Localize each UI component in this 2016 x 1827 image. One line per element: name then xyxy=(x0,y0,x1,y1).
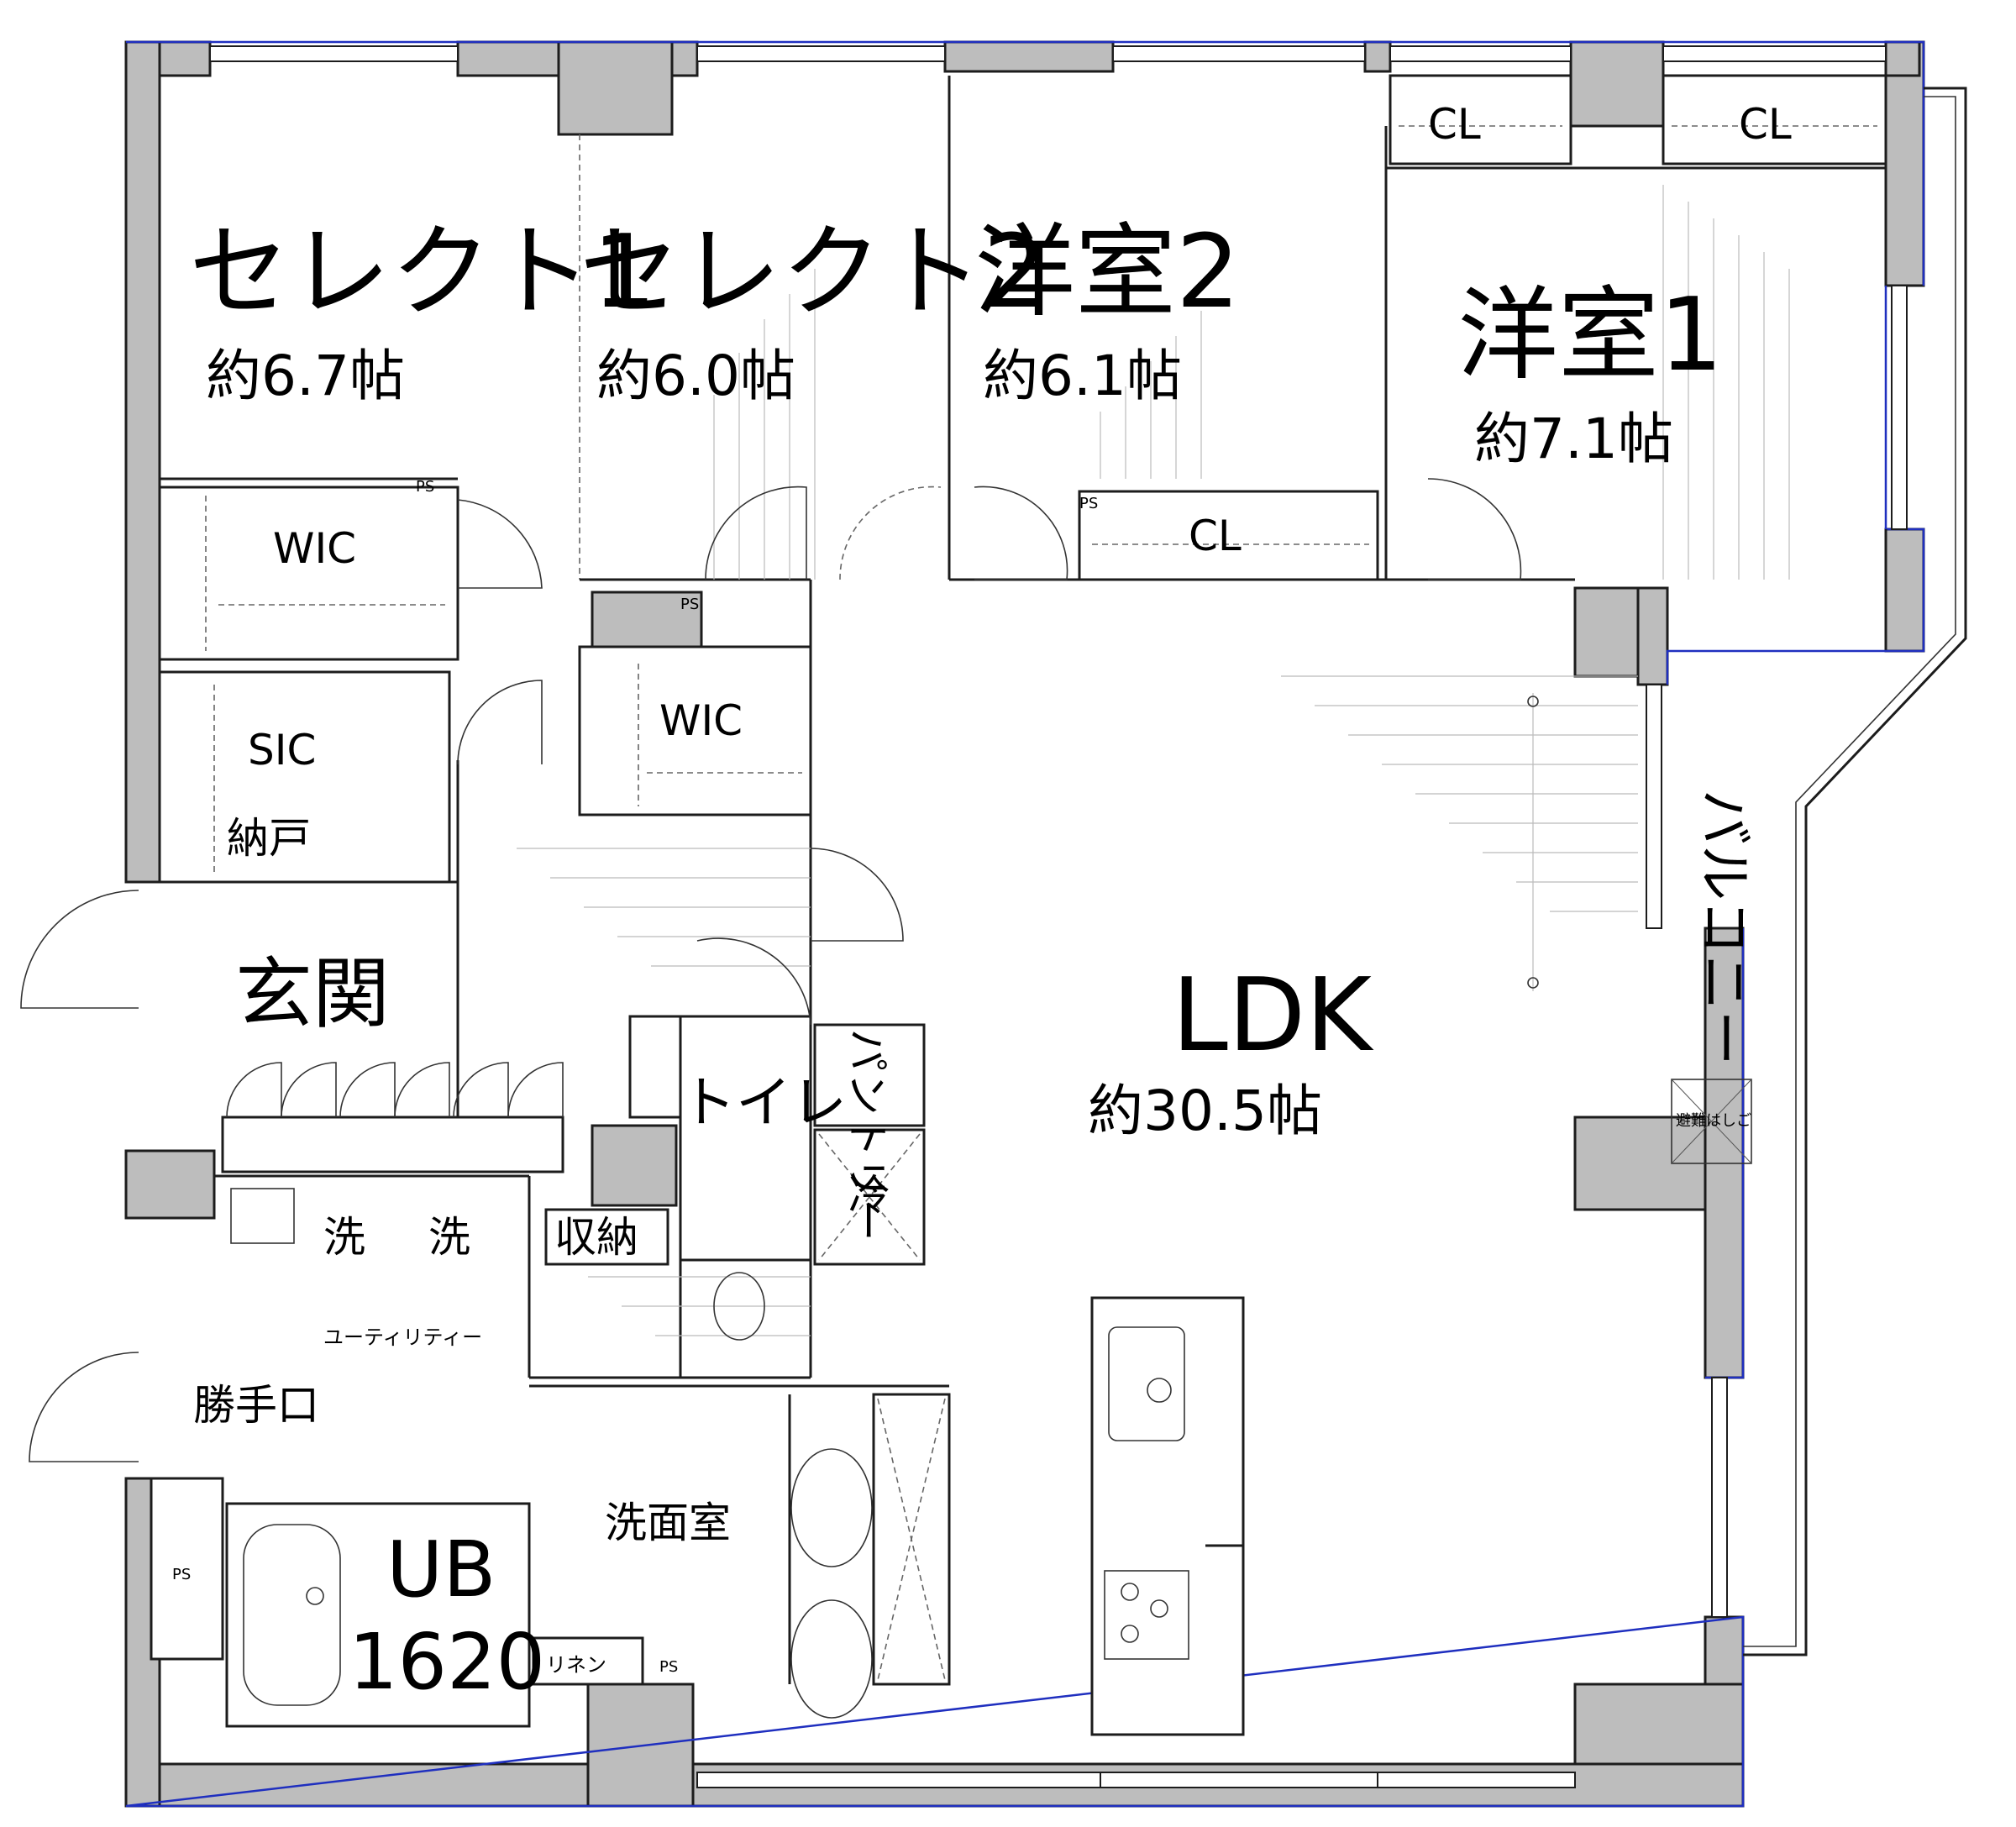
kattekuchi-label: 勝手口 xyxy=(193,1381,319,1430)
floor-hatch xyxy=(517,185,1790,1336)
wall-outline xyxy=(125,40,1925,1808)
room-labels: セレクト1 約6.7帖 セレクト2 約6.0帖 洋室2 約6.1帖 洋室1 約7… xyxy=(189,214,1723,1143)
ps-label: PS xyxy=(680,596,699,613)
room-area-select2: 約6.0帖 xyxy=(596,344,795,408)
wic-left-label: WIC xyxy=(273,524,356,573)
ub-label: UB xyxy=(386,1525,496,1614)
cl-top-right-label: CL xyxy=(1739,100,1792,149)
ps-label: PS xyxy=(416,478,434,496)
evacuation-label: 避難はしご xyxy=(1676,1112,1751,1130)
linen-label: リネン xyxy=(546,1653,606,1677)
doors xyxy=(20,478,1522,1462)
partitions xyxy=(150,74,1887,1736)
pantry-label: パントリー xyxy=(843,1029,891,1242)
room-name-western2: 洋室2 xyxy=(974,214,1240,331)
ps-label: PS xyxy=(1079,495,1098,512)
utility-label: ユーティリティー xyxy=(323,1326,482,1349)
ub-size-label: 1620 xyxy=(349,1617,545,1707)
toilet-label: トイレ xyxy=(680,1070,847,1135)
refrigerator-label: 冷 xyxy=(848,1171,890,1220)
genkan-label: 玄関 xyxy=(235,949,390,1039)
room-area-western1: 約7.1帖 xyxy=(1474,407,1673,471)
area-labels: 玄関 トイレ 冷 ユーティリティー 勝手口 洗面室 UB 1620 洗 洗 バル… xyxy=(193,790,1756,1707)
room-name-select2: セレクト2 xyxy=(580,214,1047,331)
senmenshitsu-label: 洗面室 xyxy=(605,1499,731,1547)
balcony xyxy=(1671,87,1967,1656)
shuno-label: 収納 xyxy=(554,1213,638,1262)
room-area-select1: 約6.7帖 xyxy=(206,344,405,408)
fixtures xyxy=(230,1188,1172,1719)
wash-label-1: 洗 xyxy=(323,1213,365,1262)
room-area-western2: 約6.1帖 xyxy=(983,344,1182,408)
room-name-ldk: LDK xyxy=(1172,958,1374,1074)
wic-center-label: WIC xyxy=(659,696,743,745)
balcony-label: バルコニー xyxy=(1692,790,1756,1066)
nando-label: 納戸 xyxy=(227,814,311,863)
room-area-ldk: 約30.5帖 xyxy=(1088,1079,1322,1143)
room-name-select1: セレクト1 xyxy=(189,214,656,331)
ps-label: PS xyxy=(172,1566,191,1583)
cl-top-left-label: CL xyxy=(1428,100,1481,149)
wash-label-2: 洗 xyxy=(428,1213,470,1262)
cl-western2-label: CL xyxy=(1189,512,1242,560)
ps-labels: PS PS PS PS PS xyxy=(172,478,1098,1676)
storage-labels: CL CL CL WIC WIC SIC 納戸 収納 パントリー リネン xyxy=(227,100,1792,1677)
room-name-western1: 洋室1 xyxy=(1457,277,1723,394)
sic-label: SIC xyxy=(248,726,316,774)
ps-label: PS xyxy=(659,1658,678,1676)
top-windows xyxy=(209,45,1908,1788)
